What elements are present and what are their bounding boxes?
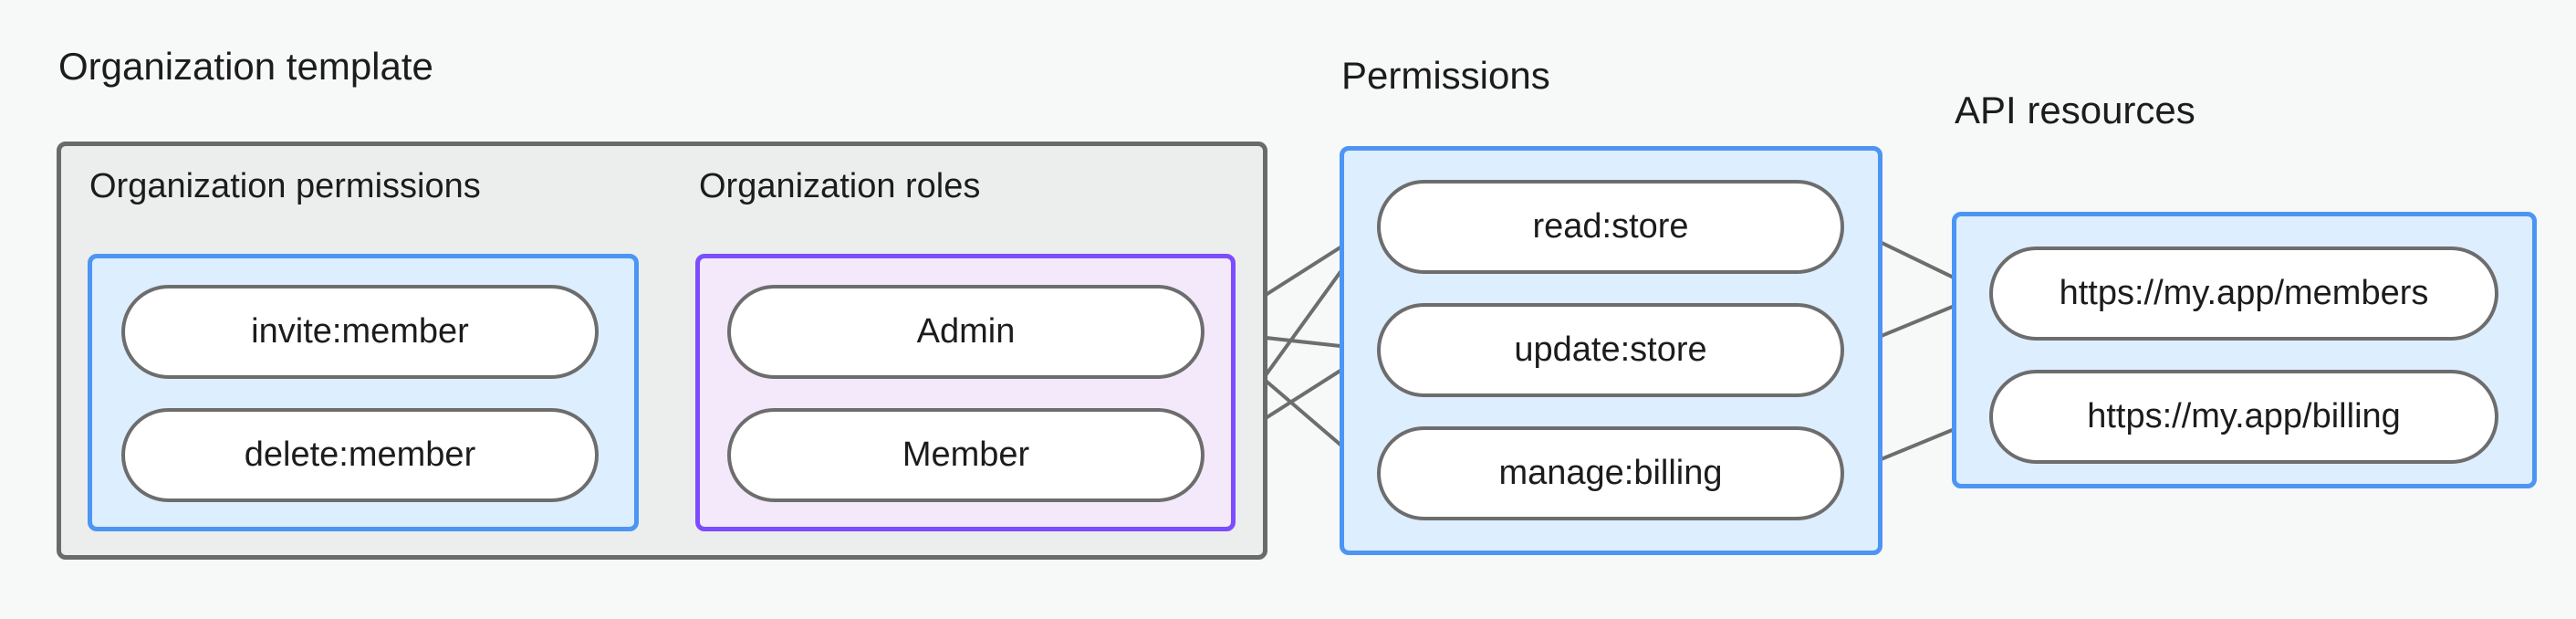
node-delete-member[interactable]: delete:member: [121, 408, 599, 502]
group-label-organization-permissions: Organization permissions: [89, 167, 481, 205]
group-label-organization-roles: Organization roles: [699, 167, 981, 205]
node-members-url[interactable]: https://my.app/members: [1989, 247, 2498, 341]
node-invite-member[interactable]: invite:member: [121, 285, 599, 379]
group-label-organization-template: Organization template: [58, 45, 433, 88]
node-manage-billing[interactable]: manage:billing: [1377, 426, 1844, 520]
node-admin[interactable]: Admin: [727, 285, 1205, 379]
node-billing-url[interactable]: https://my.app/billing: [1989, 370, 2498, 464]
group-label-permissions: Permissions: [1341, 54, 1550, 97]
node-update-store[interactable]: update:store: [1377, 303, 1844, 397]
group-label-api-resources: API resources: [1955, 89, 2195, 131]
node-member[interactable]: Member: [727, 408, 1205, 502]
node-read-store[interactable]: read:store: [1377, 180, 1844, 274]
